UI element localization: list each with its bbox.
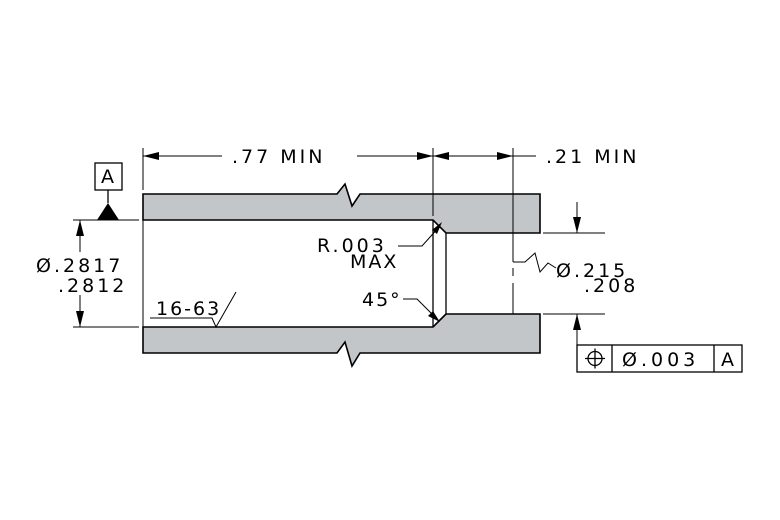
chamfer-angle: 45° [362, 289, 402, 311]
fcf-tolerance: Ø.003 [622, 349, 699, 371]
position-icon [585, 348, 605, 369]
dim-overall-length: .77 MIN [232, 146, 325, 168]
arrowhead [573, 314, 581, 330]
arrowhead [76, 311, 84, 327]
arrowhead [497, 152, 513, 160]
datum-letter: A [101, 166, 114, 188]
dim-hole-diameter-upper: Ø.215 [556, 260, 628, 282]
chamfer-leader [403, 298, 434, 316]
arrowhead [76, 220, 84, 236]
arrowhead [432, 222, 442, 234]
dim-hole-diameter-lower: .208 [584, 275, 638, 297]
arrowhead [428, 311, 440, 322]
dim-counterbore-depth: .21 MIN [546, 146, 639, 168]
lower-wall [142, 313, 541, 368]
chamfer-line [432, 313, 447, 328]
radius-callout-line1: R.003 [317, 235, 387, 257]
radius-callout-line2: MAX [350, 251, 398, 273]
arrowhead [573, 217, 581, 233]
datum-triangle-icon [97, 203, 119, 220]
dim-bore-diameter-upper: Ø.2817 [36, 255, 123, 277]
arrowhead [143, 152, 159, 160]
surface-finish-icon [150, 291, 237, 329]
surface-finish-value: 16-63 [156, 298, 221, 320]
dim-bore-diameter-lower: .2812 [58, 275, 127, 297]
feature-control-frame [576, 344, 743, 373]
upper-wall [142, 182, 541, 234]
arrowhead [433, 152, 449, 160]
arrowhead [417, 152, 433, 160]
fcf-datum-ref: A [721, 349, 734, 371]
hole-break-leader [513, 252, 557, 274]
radius-leader [398, 225, 441, 247]
